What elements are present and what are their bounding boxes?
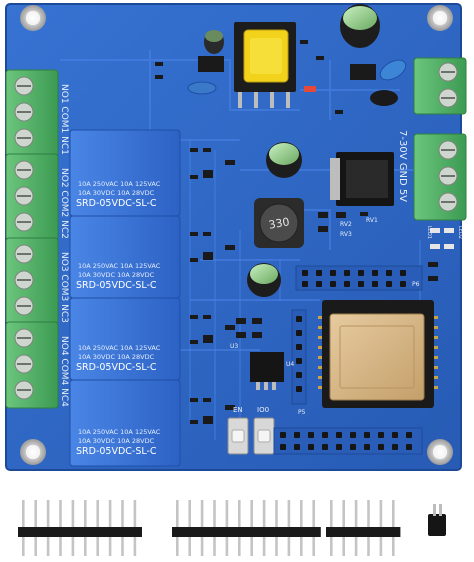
- upper-gpio-header-holes: P6: [295, 265, 423, 291]
- terminal-block-2: [5, 153, 59, 241]
- smd-components: [155, 40, 368, 424]
- ldo-chip: [250, 352, 284, 382]
- mounting-holes: [20, 5, 453, 465]
- black-transistor: [370, 90, 398, 106]
- relay-2-model: SRD-05VDC-SL-C: [76, 280, 157, 291]
- terminal-labels: NO1 COM1 NC1 NO2 COM2 NC2 NO3 COM3 NC3 N…: [59, 84, 69, 407]
- terminal-block-1: [5, 69, 59, 157]
- lower-gpio-header-holes: [273, 427, 423, 455]
- relay-1-rating-1: 10A 250VAC 10A 125VAC: [78, 180, 161, 188]
- relay-4: 10A 250VAC 10A 125VAC 10A 30VDC 10A 28VD…: [69, 379, 181, 467]
- inductor-marking: 330: [268, 215, 291, 231]
- top-components: [187, 4, 407, 106]
- mounting-hole-bottom-right: [427, 439, 453, 465]
- led1-label: LED1: [426, 226, 432, 239]
- en-button: [227, 417, 249, 455]
- terminal-label-4: NO4 COM4 NC4: [59, 336, 69, 407]
- terminal-block-4: [5, 321, 59, 409]
- relay-2-rating-2: 10A 30VDC 10A 28VDC: [78, 271, 155, 279]
- voltage-regulator: [330, 152, 394, 206]
- esp32-module: [318, 300, 438, 408]
- terminal-label-2: NO2 COM2 NC2: [59, 168, 69, 239]
- relay-1-rating-2: 10A 30VDC 10A 28VDC: [78, 189, 155, 197]
- relay-1: 10A 250VAC 10A 125VAC 10A 30VDC 10A 28VD…: [69, 129, 181, 217]
- pin-header-strip-3: [326, 500, 401, 556]
- jumper-cap: [428, 504, 446, 536]
- mounting-hole-bottom-left: [20, 439, 46, 465]
- mid-capacitors: [247, 142, 302, 297]
- io0-button: [253, 417, 275, 455]
- blue-capacitor-2: [379, 59, 407, 81]
- flyback-transformer: [234, 22, 296, 108]
- pin-header-strip-1-housing: [18, 527, 142, 537]
- status-leds: LED1 LED2: [426, 226, 463, 281]
- terminal-label-1: NO1 COM1 NC1: [59, 84, 69, 155]
- terminal-block-3: [5, 237, 59, 325]
- input-terminal: [413, 57, 467, 115]
- en-button-label: EN: [233, 406, 243, 414]
- rv3-label: RV3: [340, 231, 352, 238]
- p5-label: P5: [298, 409, 306, 416]
- relay-4-rating-2: 10A 30VDC 10A 28VDC: [78, 437, 155, 445]
- led2-label: LED2: [457, 226, 463, 239]
- relay-3-rating-2: 10A 30VDC 10A 28VDC: [78, 353, 155, 361]
- relay-4-model: SRD-05VDC-SL-C: [76, 446, 157, 457]
- loose-pin-headers: [18, 500, 401, 556]
- pin-header-strip-2: [172, 500, 321, 556]
- blue-capacitor-1: [187, 81, 217, 95]
- relay-3: 10A 250VAC 10A 125VAC 10A 30VDC 10A 28VD…: [69, 297, 181, 381]
- small-regulators: U3 U4: [230, 318, 294, 390]
- mounting-hole-top-left: [20, 5, 46, 31]
- mounting-hole-top-right: [427, 5, 453, 31]
- ic-chip-top-left: [198, 56, 224, 72]
- relay-4-rating-1: 10A 250VAC 10A 125VAC: [78, 428, 161, 436]
- power-inductor: 330: [254, 198, 304, 248]
- power-terminal: [413, 133, 467, 221]
- pin-header-strip-1: [18, 500, 142, 556]
- io0-button-label: IO0: [257, 406, 269, 414]
- relay-2: 10A 250VAC 10A 125VAC 10A 30VDC 10A 28VD…: [69, 215, 181, 299]
- terminal-label-3: NO3 COM3 NC3: [59, 252, 69, 323]
- u4-label: U4: [286, 361, 294, 368]
- regulator-passives: RV1 RV2 RV3: [318, 212, 378, 238]
- pin-header-strip-3-housing: [326, 527, 401, 537]
- relay-2-rating-1: 10A 250VAC 10A 125VAC: [78, 262, 161, 270]
- power-terminal-label: 7-30V GND 5V: [397, 130, 408, 202]
- relay-3-model: SRD-05VDC-SL-C: [76, 362, 157, 373]
- relay-screw-terminals: [5, 69, 59, 409]
- ic-chip-top-right: [350, 64, 376, 80]
- rv2-label: RV2: [340, 221, 352, 228]
- p6-label: P6: [412, 281, 420, 288]
- side-header-holes: P5: [291, 309, 307, 416]
- u3-label: U3: [230, 343, 238, 350]
- relays: 10A 250VAC 10A 125VAC 10A 30VDC 10A 28VD…: [69, 129, 181, 467]
- relay-3-rating-1: 10A 250VAC 10A 125VAC: [78, 344, 161, 352]
- push-buttons: EN IO0: [227, 406, 275, 455]
- pin-header-strip-2-housing: [172, 527, 321, 537]
- relay-1-model: SRD-05VDC-SL-C: [76, 198, 157, 209]
- rv1-label: RV1: [366, 217, 378, 224]
